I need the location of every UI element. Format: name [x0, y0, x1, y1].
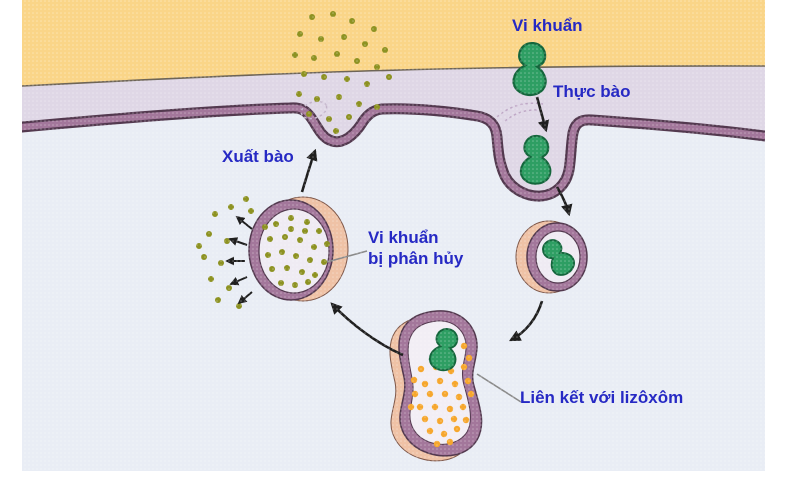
- label-degraded-bacterium: Vi khuẩn bị phân hủy: [368, 227, 463, 269]
- label-bacterium: Vi khuẩn: [512, 16, 583, 35]
- label-degraded-line1: Vi khuẩn: [368, 228, 439, 247]
- label-exocytosis: Xuất bào: [222, 147, 294, 166]
- label-degraded-line2: bị phân hủy: [368, 249, 464, 268]
- label-phagocytosis: Thực bào: [553, 82, 631, 101]
- label-lysosome-binding: Liên kết với lizôxôm: [520, 388, 684, 407]
- halftone-texture: [22, 0, 765, 471]
